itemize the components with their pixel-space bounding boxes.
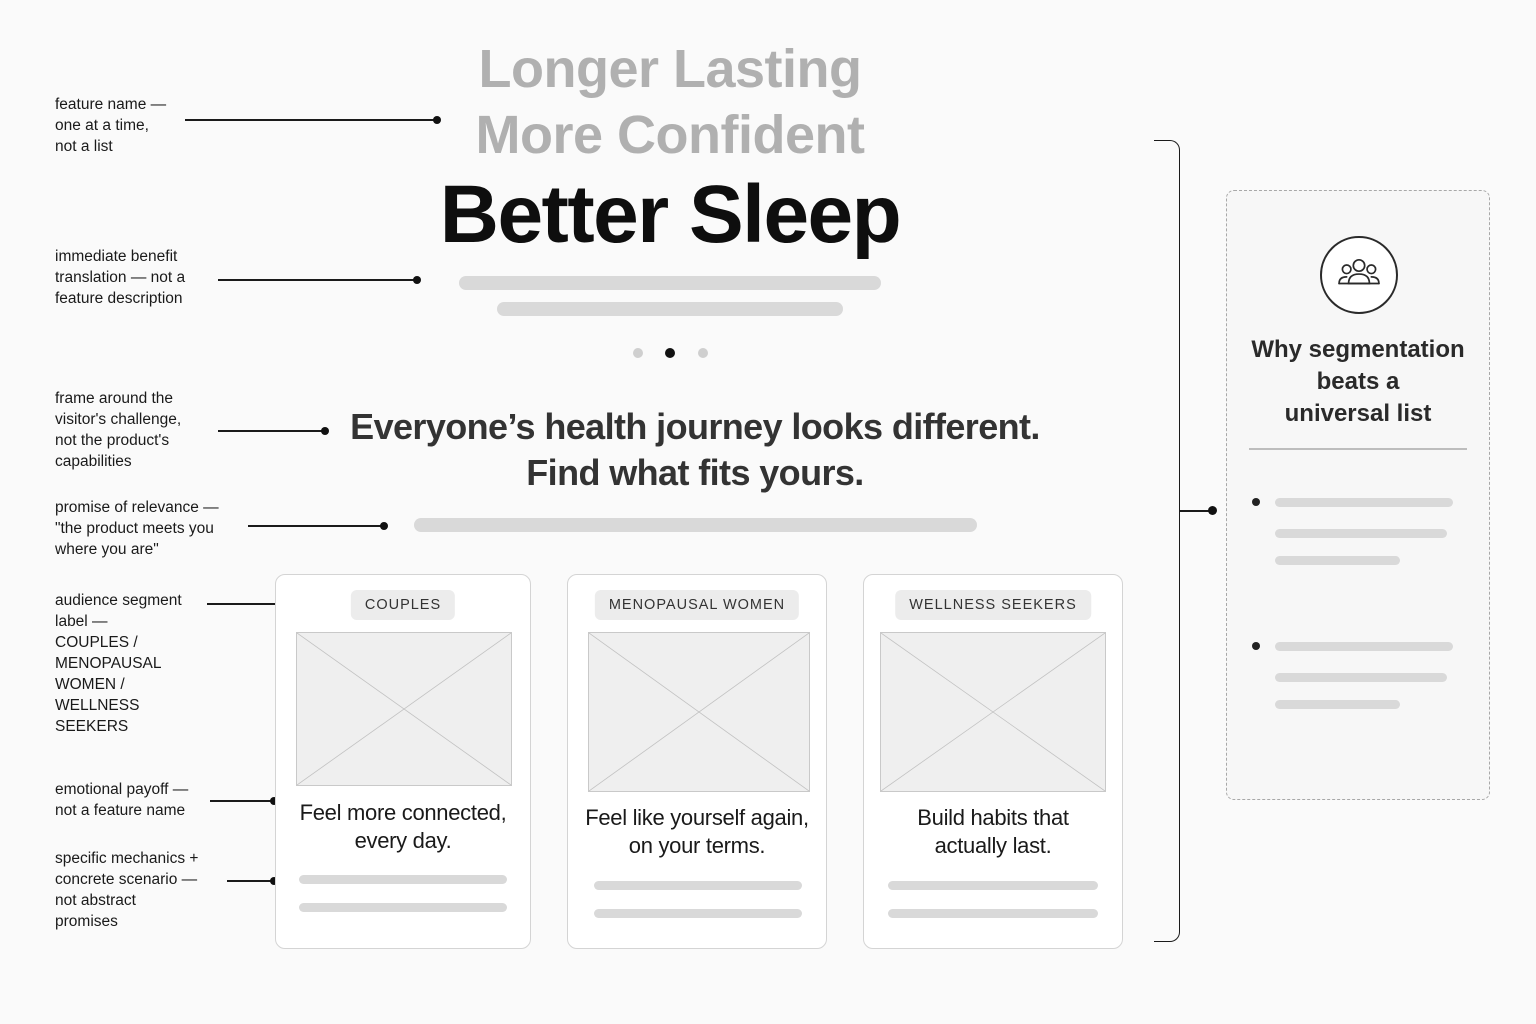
emotional-payoff: Build habits that actually last.: [864, 804, 1122, 860]
mechanics-placeholder-line: [299, 875, 507, 884]
image-placeholder: [588, 632, 810, 792]
leader-line-promise: [248, 522, 388, 529]
challenge-line-1: Everyone’s health journey looks differen…: [350, 406, 1040, 447]
carousel-dot[interactable]: [633, 348, 643, 358]
payoff-line-2: on your terms.: [628, 833, 766, 858]
image-placeholder: [296, 632, 512, 786]
panel-placeholder-line: [1275, 700, 1400, 709]
bracket-connector-dot: [1208, 506, 1217, 515]
carousel-dot[interactable]: [698, 348, 708, 358]
benefit-text-placeholder-line: [497, 302, 843, 316]
panel-placeholder-line: [1275, 642, 1453, 651]
rotating-feature-previous: Longer Lasting: [478, 39, 863, 99]
challenge-heading: Everyone’s health journey looks differen…: [330, 404, 1060, 496]
benefit-text-placeholder-line: [459, 276, 881, 290]
segment-label: COUPLES: [350, 590, 456, 620]
panel-placeholder-line: [1275, 556, 1400, 565]
grouping-bracket: [1154, 140, 1180, 942]
annotation-feature-name: feature name — one at a time, not a list: [55, 96, 167, 155]
segment-card-wellness-seekers[interactable]: WELLNESS SEEKERS Build habits that actua…: [863, 574, 1123, 949]
rotating-feature-next: More Confident: [475, 105, 865, 165]
leader-line-payoff: [210, 797, 278, 804]
segmentation-rationale-panel: Why segmentation beats a universal list: [1226, 190, 1490, 800]
payoff-line-2: every day.: [354, 828, 452, 853]
bullet-point: [1252, 498, 1260, 506]
group-people-icon: [1320, 236, 1398, 314]
emotional-payoff: Feel more connected, every day.: [276, 799, 530, 855]
annotation-segment: audience segment label — COUPLES / MENOP…: [55, 592, 182, 735]
panel-divider: [1249, 448, 1467, 450]
annotation-frame: frame around the visitor's challenge, no…: [55, 390, 182, 470]
payoff-line-2: actually last.: [934, 833, 1052, 858]
panel-placeholder-line: [1275, 498, 1453, 507]
mechanics-placeholder-line: [888, 909, 1098, 918]
leader-line-frame: [218, 427, 329, 434]
panel-title: Why segmentation beats a universal list: [1251, 336, 1465, 427]
image-placeholder: [880, 632, 1106, 792]
promise-text-placeholder-line: [414, 518, 977, 532]
panel-placeholder-line: [1275, 673, 1447, 682]
annotation-promise: promise of relevance — "the product meet…: [55, 499, 219, 558]
annotation-benefit: immediate benefit translation — not a fe…: [55, 248, 186, 307]
mechanics-placeholder-line: [594, 881, 802, 890]
segment-label: MENOPAUSAL WOMEN: [594, 590, 800, 620]
mechanics-placeholder-line: [888, 881, 1098, 890]
leader-line-feature-name: [185, 116, 441, 123]
leader-line-benefit: [218, 276, 421, 283]
carousel-dot-active[interactable]: [665, 348, 675, 358]
bracket-connector: [1180, 510, 1212, 512]
challenge-line-2: Find what fits yours.: [526, 452, 864, 493]
active-feature-title: Better Sleep: [439, 169, 902, 260]
annotation-mechanics: specific mechanics + concrete scenario —…: [55, 850, 199, 930]
payoff-line-1: Build habits that: [917, 805, 1069, 830]
bullet-point: [1252, 642, 1260, 650]
leader-line-mechanics: [227, 877, 278, 884]
panel-placeholder-line: [1275, 529, 1447, 538]
segment-card-couples[interactable]: COUPLES Feel more connected, every day.: [275, 574, 531, 949]
payoff-line-1: Feel like yourself again,: [585, 805, 809, 830]
payoff-line-1: Feel more connected,: [299, 800, 507, 825]
annotation-payoff: emotional payoff — not a feature name: [55, 781, 189, 819]
mechanics-placeholder-line: [299, 903, 507, 912]
mechanics-placeholder-line: [594, 909, 802, 918]
emotional-payoff: Feel like yourself again, on your terms.: [568, 804, 826, 860]
segment-card-menopausal-women[interactable]: MENOPAUSAL WOMEN Feel like yourself agai…: [567, 574, 827, 949]
segment-label: WELLNESS SEEKERS: [895, 590, 1091, 620]
